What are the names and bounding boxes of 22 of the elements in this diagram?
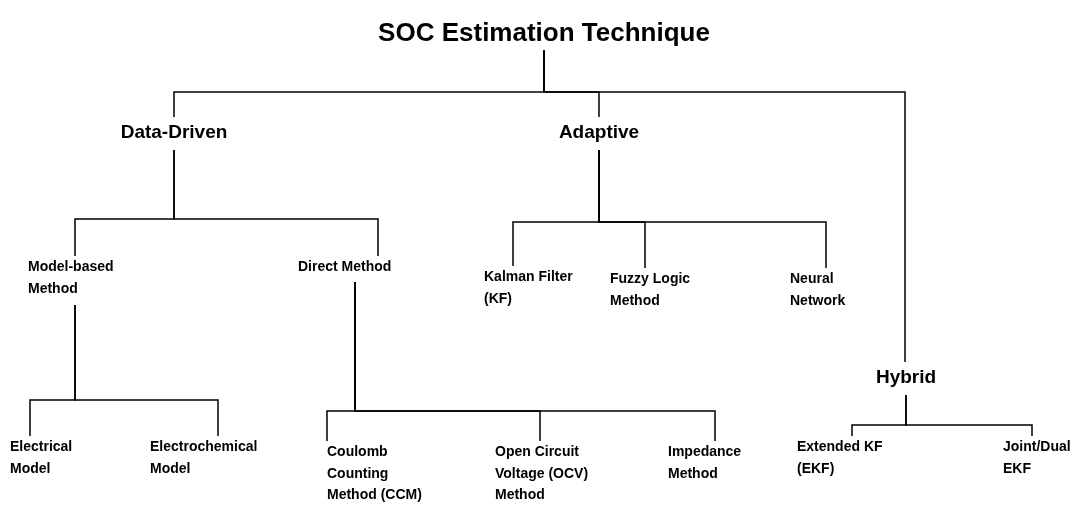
method-label: Kalman Filter (KF) [484,267,574,308]
method-label: Fuzzy Logic Method [610,269,692,310]
method-label: Extended KF (EKF) [797,437,884,478]
method-label: Model-based Method [28,257,115,298]
method-label: Coulomb Counting Method (CCM) [327,442,423,505]
method-label: Electrochemical Model [150,437,259,478]
method-label: Joint/Dual EKF [1003,437,1072,478]
connector-line [173,149,379,257]
category-label: Data-Driven [119,120,229,144]
root-label: SOC Estimation Technique [377,16,711,49]
connector-line [598,149,827,269]
method-label: Neural Network [790,269,847,310]
method-label: Impedance Method [668,442,743,483]
connector-line [905,394,1033,437]
method-label: Direct Method [298,257,393,276]
category-label: Hybrid [874,365,938,389]
connector-line [74,304,219,437]
connector-line [543,49,906,363]
category-label: Adaptive [557,120,641,144]
method-label: Open Circuit Voltage (OCV) Method [495,442,590,505]
method-label: Electrical Model [10,437,74,478]
connector-line [354,281,716,442]
